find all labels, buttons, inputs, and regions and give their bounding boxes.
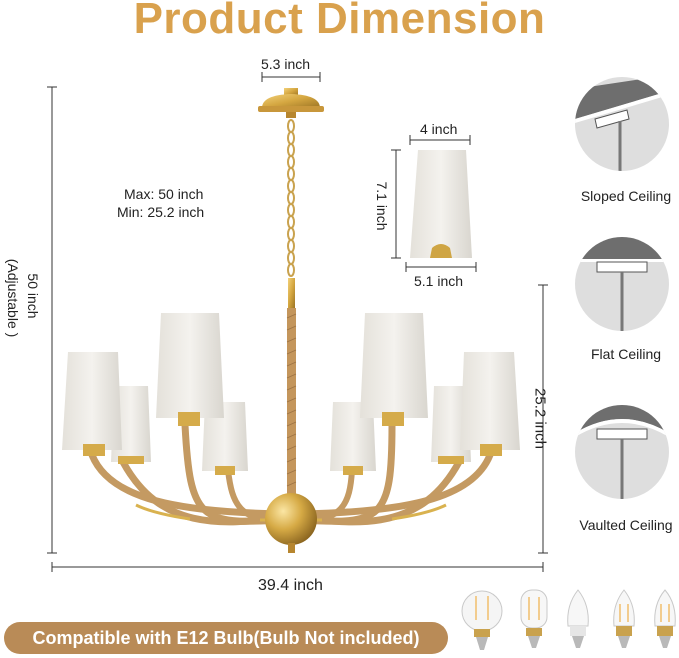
- ceiling-canopy: [258, 88, 324, 118]
- shade-height-label: 7.1 inch: [374, 181, 390, 231]
- chain-max-label: Max: 50 inch: [124, 186, 204, 202]
- center-ball: [265, 493, 317, 545]
- overall-width-label: 39.4 inch: [258, 577, 323, 594]
- tubular-bulb-icon: [520, 589, 548, 648]
- flat-ceiling-label: Flat Ceiling: [590, 346, 662, 362]
- sloped-ceiling-label: Sloped Ceiling: [580, 188, 672, 204]
- page-title: Product Dimension: [133, 0, 546, 43]
- adjustable-label: (Adjustable ): [5, 258, 21, 338]
- chain: [287, 119, 295, 277]
- candle-bulb-icon: [567, 589, 589, 648]
- flat-ceiling-icon: [575, 237, 669, 331]
- candle-filament-bulb-icon: [613, 589, 635, 648]
- shade-bottom-label: 5.1 inch: [414, 273, 464, 289]
- chain-min-label: Min: 25.2 inch: [117, 204, 205, 220]
- lamp-shades: [62, 313, 520, 475]
- body-height-label: 25.2 inch: [531, 388, 549, 449]
- shade-top-label: 4 inch: [420, 121, 458, 137]
- vaulted-ceiling-icon: [575, 405, 669, 499]
- dimension-lines: [47, 72, 548, 572]
- bulb-compatibility-banner: Compatible with E12 Bulb(Bulb Not includ…: [4, 622, 448, 654]
- canopy-width-label: 5.3 inch: [261, 56, 311, 72]
- single-shade-detail: [410, 150, 472, 258]
- flame-tip-bulb-icon: [654, 589, 676, 648]
- overall-height-label: 50 inch: [25, 273, 41, 319]
- vaulted-ceiling-label: Vaulted Ceiling: [579, 517, 673, 533]
- sloped-ceiling-icon: [575, 77, 669, 171]
- globe-bulb-icon: [461, 590, 503, 650]
- bulb-row: [461, 589, 676, 650]
